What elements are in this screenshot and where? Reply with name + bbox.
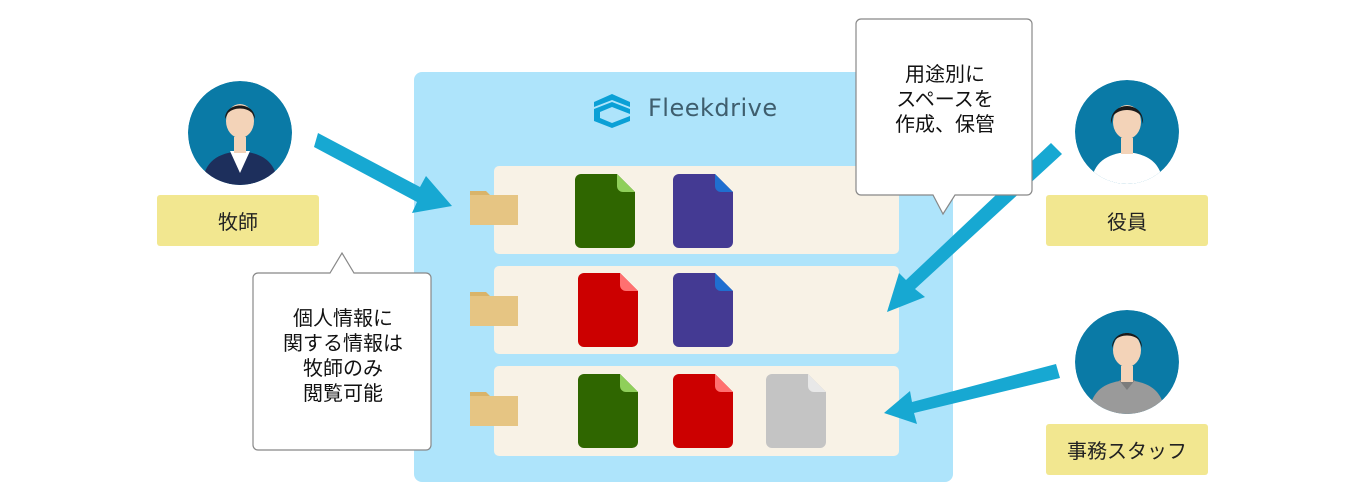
callout-line: 牧師のみ bbox=[303, 356, 383, 380]
folder-icon[interactable] bbox=[470, 292, 518, 326]
green-document-icon[interactable] bbox=[575, 174, 635, 248]
officer-avatar-icon bbox=[1075, 80, 1179, 184]
purple-document-icon[interactable] bbox=[673, 174, 733, 248]
callout-line: 閲覧可能 bbox=[303, 381, 383, 405]
purple-document-icon[interactable] bbox=[673, 273, 733, 347]
arrow-icon bbox=[884, 364, 1060, 424]
fleekdrive-logo-icon bbox=[594, 94, 630, 128]
role-label-pastor: 牧師 bbox=[157, 195, 319, 246]
callout-bubble bbox=[252, 251, 432, 451]
callout-line: 用途別に bbox=[905, 62, 985, 86]
gray-document-icon[interactable] bbox=[766, 374, 826, 448]
role-label-staff: 事務スタッフ bbox=[1046, 424, 1208, 475]
callout-bubble bbox=[855, 18, 1033, 216]
red-document-icon[interactable] bbox=[578, 273, 638, 347]
callout-line: スペースを bbox=[896, 87, 994, 111]
red-document-icon[interactable] bbox=[673, 374, 733, 448]
folder-icon[interactable] bbox=[470, 392, 518, 426]
callout-privacy-text: 個人情報に 関する情報は 牧師のみ 閲覧可能 bbox=[254, 306, 432, 406]
arrow-icon bbox=[314, 133, 452, 213]
callout-purpose-text: 用途別に スペースを 作成、保管 bbox=[857, 62, 1033, 137]
staff-avatar-icon bbox=[1075, 310, 1179, 414]
pastor-avatar-icon bbox=[188, 81, 292, 185]
callout-line: 個人情報に bbox=[293, 306, 393, 330]
fleekdrive-logo-text: Fleekdrive bbox=[648, 94, 778, 122]
role-label-officer: 役員 bbox=[1046, 195, 1208, 246]
callout-line: 作成、保管 bbox=[895, 112, 995, 136]
folder-icon[interactable] bbox=[470, 191, 518, 225]
green-document-icon[interactable] bbox=[578, 374, 638, 448]
callout-line: 関する情報は bbox=[283, 331, 403, 355]
